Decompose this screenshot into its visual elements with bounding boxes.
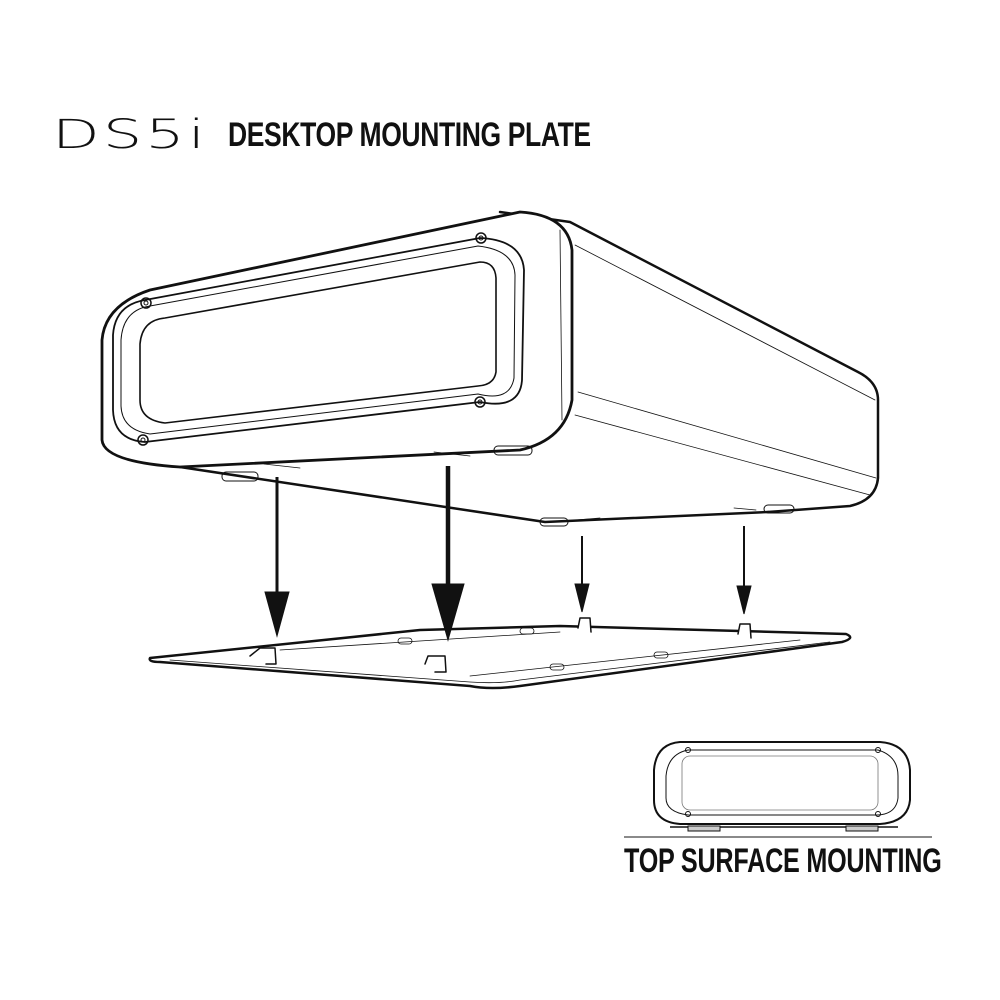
page-title: DESKTOP MOUNTING PLATE xyxy=(228,115,591,154)
title-row: DS5i DESKTOP MOUNTING PLATE xyxy=(52,112,693,158)
inset-top-surface-mounting xyxy=(624,741,932,838)
arrow-down-icon xyxy=(574,536,590,613)
arrow-down-icon xyxy=(264,477,290,638)
arrow-down-icon xyxy=(431,466,465,642)
arrow-down-icon xyxy=(736,526,752,615)
inset-label: TOP SURFACE MOUNTING xyxy=(624,842,942,880)
brand-logo: DS5i xyxy=(52,112,209,158)
arrows xyxy=(264,466,752,642)
device-body xyxy=(100,210,880,527)
mounting-plate xyxy=(148,617,852,690)
